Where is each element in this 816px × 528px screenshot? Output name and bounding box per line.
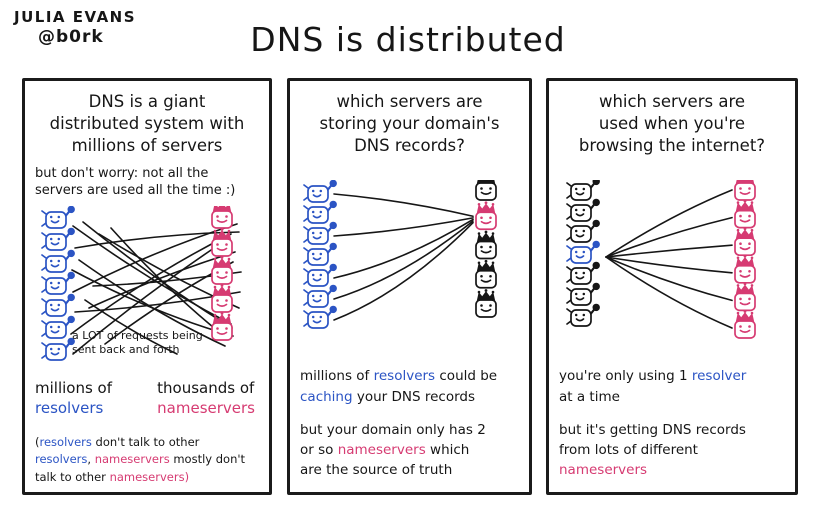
- author-name: JULIA EVANS: [14, 8, 137, 26]
- page-title: DNS is distributed: [250, 20, 566, 59]
- panel-subheading: but don't worry: not all the servers are…: [35, 166, 236, 199]
- nameserver-icon: [211, 311, 233, 341]
- nameserver-icon: [734, 199, 756, 229]
- connection-diagram: [41, 205, 242, 361]
- panel-heading: DNS is a giant distributed system with m…: [49, 92, 245, 155]
- resolver-icon: [41, 315, 75, 339]
- nameserver-icon: [475, 260, 497, 289]
- nameserver-icon: [734, 310, 756, 340]
- nameserver-icon: [475, 201, 497, 231]
- nameserver-icon: [475, 180, 497, 202]
- author-handle: @b0rk: [38, 26, 104, 47]
- author-signature: JULIA EVANS @b0rk: [14, 8, 136, 48]
- nameserver-icon: [734, 180, 756, 202]
- resolver-icon: [41, 227, 75, 251]
- resolvers-converge-figure: [290, 180, 529, 350]
- connection-lines: [333, 193, 474, 322]
- connection-lines: [605, 189, 733, 330]
- resolver-icon: [566, 303, 600, 328]
- figure-caption: a LOT of requests being sent back and fo…: [72, 328, 203, 357]
- resolver-fan-figure: [549, 180, 795, 350]
- resolver-icon: [41, 337, 75, 361]
- nameserver-icon: [211, 255, 233, 285]
- panel-distributed-system: DNS is a giant distributed system with m…: [22, 78, 272, 495]
- connection-diagram: [303, 180, 497, 330]
- resolver-icon: [303, 200, 337, 225]
- resolver-icon: [303, 180, 337, 204]
- resolver-icon: [566, 198, 600, 223]
- resolver-icon: [41, 293, 75, 317]
- nameserver-icon: [475, 230, 497, 260]
- panel-storing-records: which servers are storing your domain's …: [287, 78, 532, 495]
- panel-heading: which servers are storing your domain's …: [319, 92, 500, 155]
- nameserver-icon: [734, 282, 756, 312]
- resolver-icon: [566, 180, 600, 202]
- resolver-icon: [303, 242, 337, 267]
- nameserver-icon: [475, 289, 497, 319]
- resolver-icon: [566, 261, 600, 286]
- resolver-icon: [566, 282, 600, 307]
- resolver-icon: [303, 221, 337, 246]
- resolver-icon: [303, 284, 337, 309]
- nameserver-icon: [734, 255, 756, 284]
- connection-diagram: [566, 180, 756, 340]
- resolvers-nameservers-mesh-figure: a LOT of requests being sent back and fo…: [25, 205, 269, 376]
- resolver-icon: [303, 263, 337, 288]
- panel-browsing-internet: which servers are used when you're brows…: [546, 78, 798, 495]
- nameserver-icon: [211, 283, 233, 313]
- resolver-icon: [41, 205, 75, 229]
- nameserver-icon: [734, 227, 756, 257]
- resolver-icon: [303, 305, 337, 330]
- resolver-icon: [41, 249, 75, 273]
- panel-heading: which servers are used when you're brows…: [578, 92, 766, 155]
- nameserver-icon: [211, 227, 233, 257]
- resolver-icon: [566, 240, 600, 265]
- resolver-icon: [566, 219, 600, 244]
- nameserver-icon: [211, 205, 233, 229]
- resolver-icon: [41, 271, 75, 295]
